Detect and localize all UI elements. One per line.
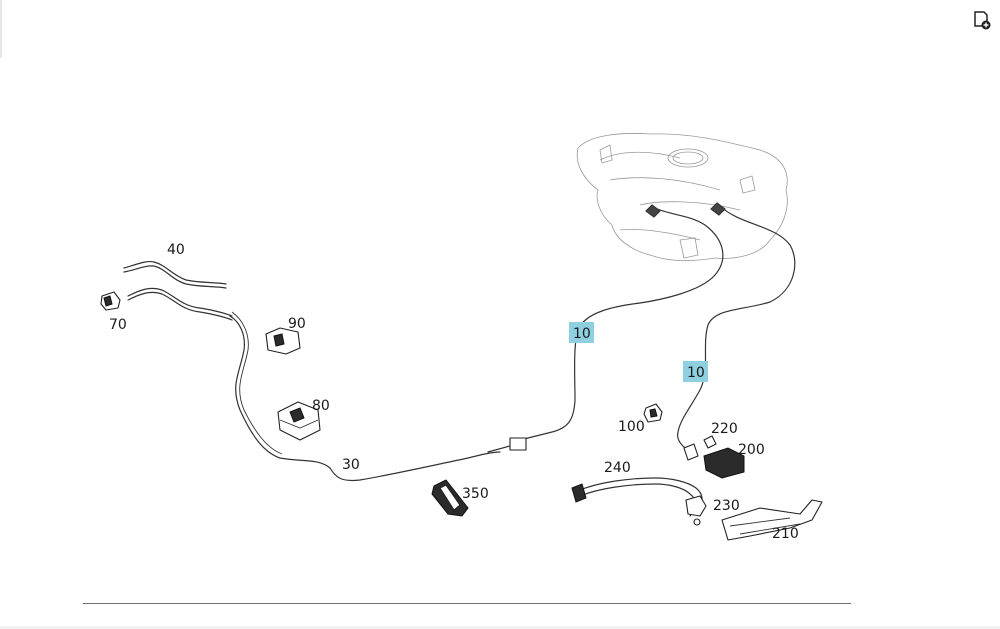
callout-100[interactable]: 100 [618,419,645,435]
callout-90[interactable]: 90 [288,316,306,332]
clip-70 [100,287,233,321]
callout-230[interactable]: 230 [713,498,740,514]
clip-100 [643,403,663,423]
callout-30[interactable]: 30 [342,457,360,473]
bottom-divider [83,603,851,604]
fuel-tank [576,133,788,262]
holder-90 [265,327,301,355]
hose-40 [123,260,227,289]
hose-240 [571,477,703,517]
bottom-scroll-area [0,626,1000,629]
clip-230 [685,495,707,526]
callout-10-upper[interactable]: 10 [573,326,591,342]
connector [487,437,527,453]
window-edge [0,0,2,58]
callout-350[interactable]: 350 [462,486,489,502]
valve-200 [683,435,745,479]
callout-240[interactable]: 240 [604,460,631,476]
clip-350 [431,479,469,517]
callout-10-lower[interactable]: 10 [687,365,705,381]
callout-210[interactable]: 210 [772,526,799,542]
callout-10b-highlight [683,361,708,382]
callout-80[interactable]: 80 [312,398,330,414]
document-add-icon [974,11,991,30]
callout-40[interactable]: 40 [167,242,185,258]
callout-200[interactable]: 200 [738,442,765,458]
bracket-210 [721,499,823,541]
fuel-line-30 [229,311,501,482]
callout-10a-highlight [569,322,594,343]
fuel-line-10-upper [519,202,796,451]
bracket-80 [277,401,321,441]
export-document-button[interactable] [970,9,992,31]
callout-70[interactable]: 70 [109,317,127,333]
callout-220[interactable]: 220 [711,421,738,437]
